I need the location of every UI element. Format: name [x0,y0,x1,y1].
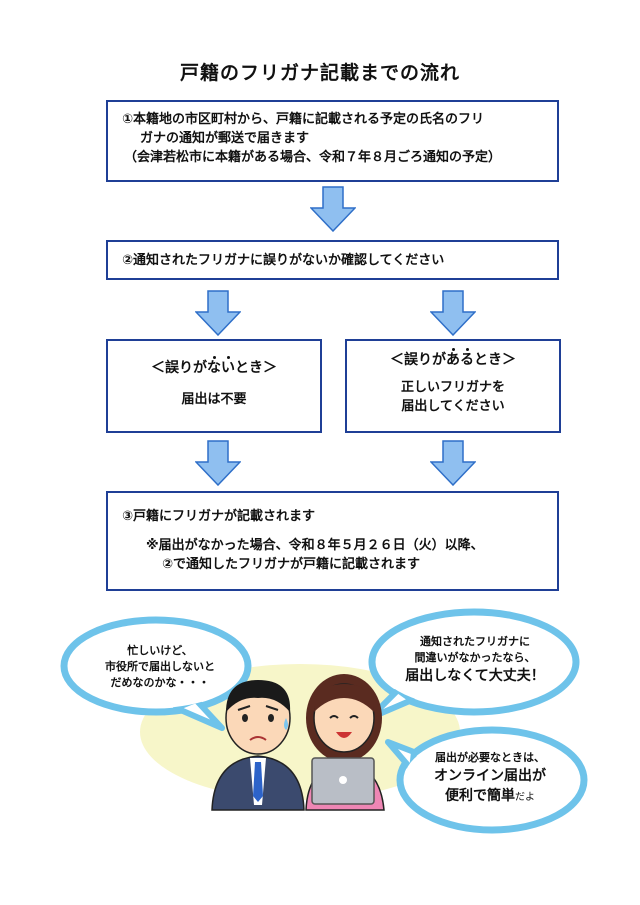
worried-man [211,680,305,811]
branch-error-heading: ＜誤りがあるとき＞ [390,352,516,368]
branch-no-error-body: 届出は不要 [181,392,247,407]
bubble-woman-top-text: 通知されたフリガナに 間違いがなかったなら、 届出しなくて大丈夫！ [405,635,545,684]
step2-text: ②通知されたフリガナに誤りがないか確認してください [122,253,445,268]
branch-error-box: ＜誤りがあるとき＞ 正しいフリガナを 届出してください [345,339,561,433]
arrow-down-icon [310,186,356,232]
speech-bubble-woman-top [367,608,580,721]
speech-bubble-woman-bottom [385,726,588,834]
illustration [60,608,588,834]
step1-line2: ガナの通知が郵送で届きます [140,131,310,146]
step3-box: ③戸籍にフリガナが記載されます ※届出がなかった場合、令和８年５月２６日（火）以… [106,491,559,591]
arrow-down-icon [430,290,476,336]
step3-note1: ※届出がなかった場合、令和８年５月２６日（火）以降、 [146,538,484,553]
smiling-woman [305,674,385,811]
arrow-down-icon [195,440,241,486]
step2-box: ②通知されたフリガナに誤りがないか確認してください [106,240,559,280]
branch-no-error-heading: ＜誤りがないとき＞ [151,360,277,376]
speech-bubble-man [60,616,252,731]
arrow-down-icon [430,440,476,486]
step1-line3: （会津若松市に本籍がある場合、令和７年８月ごろ通知の予定） [124,150,502,165]
branch-error-body2: 届出してください [401,399,505,414]
step3-text: ③戸籍にフリガナが記載されます [122,509,316,524]
step1-line1: ①本籍地の市区町村から、戸籍に記載される予定の氏名のフリ [122,112,485,127]
bubble-man-text: 忙しいけど、 市役所で届出しないと だめなのかな・・・ [105,644,215,689]
branch-no-error-box: ＜誤りがないとき＞ 届出は不要 [106,339,322,433]
page-title: 戸籍のフリガナ記載までの流れ [179,62,460,84]
step3-note2: ②で通知したフリガナが戸籍に記載されます [162,557,421,572]
branch-error-body1: 正しいフリガナを [400,380,505,395]
bubble-woman-bottom-text: 届出が必要なときは、 オンライン届出が 便利で簡単だよ [434,751,546,804]
arrow-down-icon [195,290,241,336]
step1-box: ①本籍地の市区町村から、戸籍に記載される予定の氏名のフリ ガナの通知が郵送で届き… [106,100,559,182]
